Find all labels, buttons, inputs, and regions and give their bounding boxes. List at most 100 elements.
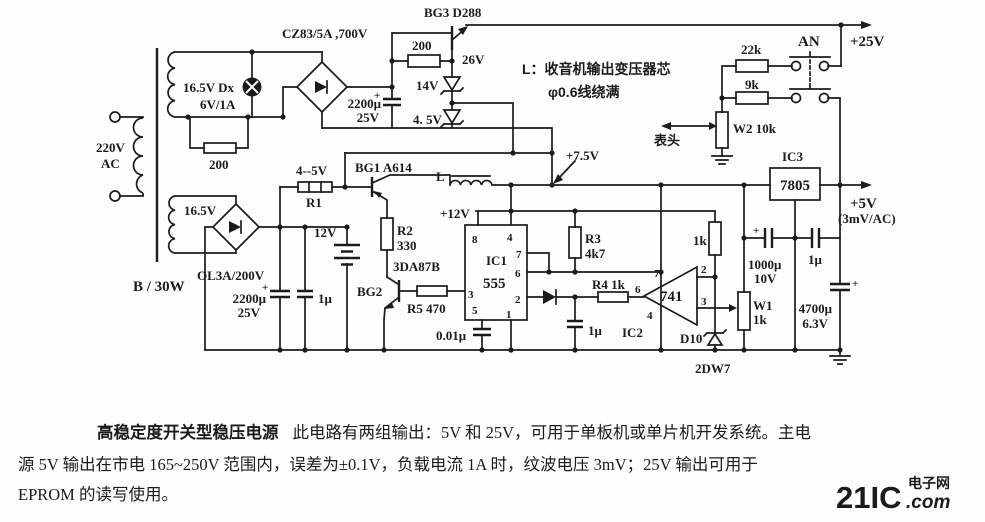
label-op-pin4: 4	[647, 310, 653, 322]
label-plus12v: +12V	[440, 206, 470, 221]
bridge-rectifier-ol3a	[211, 202, 261, 252]
label-plus5v: +5V	[850, 196, 877, 212]
label-lamp: 16.5V Dx	[183, 80, 235, 95]
component-symbols	[203, 21, 872, 365]
label-555: 555	[483, 276, 506, 292]
plus-sign-c1000: +	[753, 225, 759, 237]
label-r200b: 200	[209, 157, 229, 172]
label-plus25v: +25V	[850, 34, 885, 50]
label-pin3: 3	[468, 289, 474, 301]
label-r2-val: 330	[397, 238, 417, 253]
label-bg1: BG1 A614	[355, 160, 412, 175]
label-c1000-v: 10V	[754, 271, 777, 286]
label-coil-note1: L：收音机输出变压器芯	[522, 61, 671, 77]
label-ic2: IC2	[622, 325, 643, 340]
ic2-741-triangle	[642, 265, 698, 327]
zener-d10-icon	[702, 328, 728, 346]
label-an: AN	[798, 34, 820, 50]
label-pin8: 8	[472, 234, 478, 246]
label-r2: R2	[397, 223, 413, 238]
component-labels: CZ83/5A ,700V BG3 D288 200 26V L：收音机输出变压…	[96, 5, 896, 376]
label-pin5: 5	[472, 305, 478, 317]
label-pin2: 2	[515, 294, 521, 306]
label-220v: 220V	[96, 140, 126, 155]
label-b30w: B / 30W	[133, 279, 185, 295]
arrow-7v5-icon	[553, 159, 577, 184]
label-7v5: +7.5V	[566, 148, 600, 163]
label-r1-drop: 4--5V	[296, 163, 328, 178]
meter-arrow-icon	[661, 122, 711, 130]
transistor-bg2	[384, 280, 401, 309]
plus-sign-c2200a: +	[374, 90, 380, 102]
label-c1u-left: 1μ	[318, 291, 333, 306]
label-c2200b-v: 25V	[238, 305, 261, 320]
label-op-pin6: 6	[635, 284, 641, 296]
label-op-pin2: 2	[701, 264, 707, 276]
ic1-555-box	[464, 224, 528, 321]
label-ic1: IC1	[486, 253, 507, 268]
label-bg3: BG3 D288	[424, 5, 482, 20]
label-2dw7: 2DW7	[695, 361, 731, 376]
label-pin1: 1	[506, 309, 512, 321]
bridge-rectifier-cz83	[295, 60, 349, 114]
label-9k: 9k	[745, 77, 760, 92]
label-r3: R3	[585, 231, 601, 246]
watermark-cn: 电子网	[908, 475, 950, 491]
potentiometer-w2	[709, 111, 733, 165]
label-ac: AC	[101, 156, 120, 171]
caption-line1-rest: 此电路有两组输出：5V 和 25V，可用于单板机或单片机开发系统。主电	[293, 423, 812, 442]
label-ol3a: OL3A/200V	[197, 268, 265, 283]
pushbutton-an	[789, 51, 831, 104]
watermark-21ic: 21IC	[836, 480, 901, 515]
label-bg2: BG2	[357, 284, 382, 299]
label-l: L	[436, 169, 445, 184]
caption: 高稳定度开关型稳压电源此电路有两组输出：5V 和 25V，可用于单板机或单片机开…	[18, 422, 811, 504]
label-meter: 表头	[653, 133, 680, 148]
label-5v-note: (3mV/AC)	[838, 211, 896, 226]
label-pin7: 7	[516, 249, 522, 261]
zener-4v5-icon	[439, 109, 465, 129]
label-c001: 0.01μ	[436, 328, 467, 343]
label-26v: 26V	[462, 52, 485, 67]
label-16v5: 16.5V	[184, 203, 217, 218]
label-c4700: 4700μ	[799, 301, 833, 316]
ic3-7805-box	[769, 167, 821, 201]
watermark-logo: 21IC 电子网 .com	[836, 475, 950, 515]
label-w2: W2 10k	[733, 121, 777, 136]
label-c2200b: 2200μ	[233, 291, 267, 306]
label-1k2: 1k	[693, 233, 708, 248]
arrow-25v-icon	[861, 21, 872, 29]
label-c2200a-v: 25V	[357, 110, 380, 125]
caption-line2: 源 5V 输出在市电 165~250V 范围内，误差为±0.1V，负载电流 1A…	[18, 455, 758, 474]
label-cz83: CZ83/5A ,700V	[282, 26, 368, 41]
label-d10: D10	[680, 331, 702, 346]
label-r4: R4 1k	[592, 277, 626, 292]
label-op-pin3: 3	[701, 296, 707, 308]
label-op-pin7: 7	[654, 268, 660, 280]
lamp-icon	[242, 77, 262, 97]
watermark-com: .com	[906, 492, 950, 513]
label-w1-val: 1k	[753, 312, 768, 327]
resistor-r1	[297, 181, 333, 193]
label-12v-batt: 12V	[314, 225, 337, 240]
label-zener-14v: 14V	[416, 78, 439, 93]
label-c4700-v: 6.3V	[802, 316, 828, 331]
caption-title: 高稳定度开关型稳压电源	[97, 422, 279, 442]
battery-12v-icon	[334, 243, 360, 266]
plus-sign-c2200b: +	[262, 282, 268, 294]
label-22k: 22k	[741, 42, 762, 57]
transistor-bg1	[370, 177, 382, 198]
label-coil-note2: φ0.6线绕满	[548, 84, 619, 100]
label-c1u-mid: 1μ	[588, 323, 603, 338]
label-zener-4v5: 4. 5V	[413, 112, 443, 127]
label-c1000: 1000μ	[748, 257, 782, 272]
label-pin6: 6	[515, 268, 521, 280]
label-w1: W1	[753, 298, 773, 313]
label-pin4: 4	[507, 232, 513, 244]
caption-line3: EPROM 的读写使用。	[18, 485, 178, 504]
zener-14v-icon	[439, 76, 465, 96]
label-c2200a: 2200μ	[348, 96, 382, 111]
label-3da87b: 3DA87B	[393, 259, 440, 274]
label-r3-val: 4k7	[585, 246, 606, 261]
